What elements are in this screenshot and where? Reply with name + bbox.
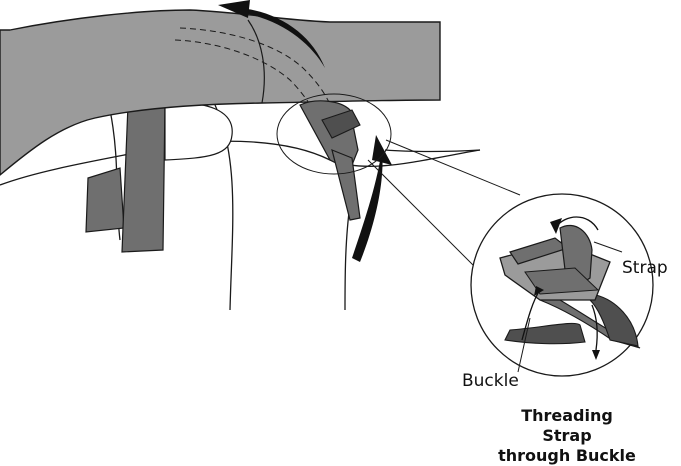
left-pad [165,103,232,160]
strap-label: Strap [622,258,668,278]
small-buckle [300,101,360,220]
left-strap-back [86,168,124,232]
left-strap-front [122,102,165,252]
body-outline [0,105,480,310]
figure-caption: Threading Strap through Buckle [497,406,637,466]
buckle-label: Buckle [462,371,519,391]
caption-line-2: through Buckle [497,446,637,466]
caption-line-1: Threading Strap [497,406,637,446]
